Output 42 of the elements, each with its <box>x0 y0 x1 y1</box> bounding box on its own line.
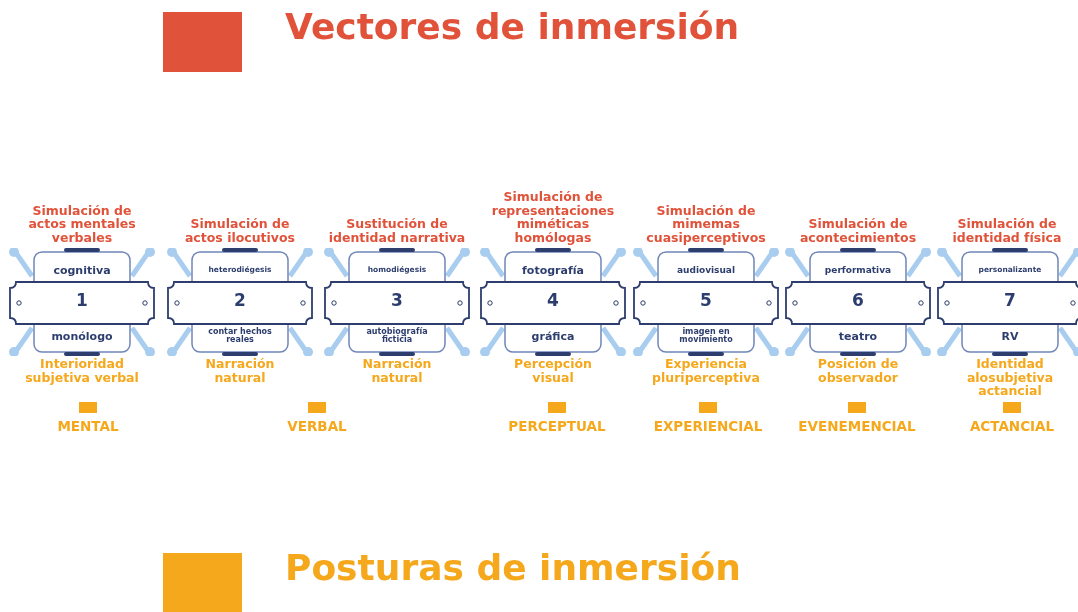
vector-heading: Simulación de mimemas cuasiperceptivos <box>645 203 767 244</box>
top-label: performativa <box>823 265 893 275</box>
step-number: 7 <box>1003 290 1017 310</box>
vector-description: Narración natural <box>204 357 276 384</box>
vector-description: Percepción visual <box>513 357 593 384</box>
vector-heading: Simulación de actos mentales verbales <box>27 203 137 244</box>
bottom-label: autobiografía ficticia <box>365 328 429 345</box>
bottom-label: RV <box>1000 330 1020 343</box>
step-number: 6 <box>851 290 865 310</box>
step-number: 1 <box>75 290 89 310</box>
bottom-label: monólogo <box>50 330 114 343</box>
category-label: VERBAL <box>287 418 347 434</box>
vector-heading: Simulación de actos ilocutivos <box>183 217 297 244</box>
vector-heading: Simulación de identidad física <box>951 217 1063 244</box>
step-number: 3 <box>390 290 404 310</box>
heading-square <box>163 553 242 612</box>
vector-description: Narración natural <box>361 357 433 384</box>
vector-description: Posición de observador <box>816 357 900 384</box>
category-label: EVENEMENCIAL <box>798 418 916 434</box>
step-number: 4 <box>546 290 560 310</box>
vector-heading: Simulación de representaciones miméticas homólogas <box>490 190 616 244</box>
step-number: 2 <box>233 290 247 310</box>
section-heading: Posturas de inmersión <box>285 547 741 588</box>
title: Vectores de inmersión <box>285 6 740 47</box>
bottom-label: contar hechos reales <box>207 328 273 345</box>
top-label: audiovisual <box>675 265 737 275</box>
bottom-label: imagen en movimiento <box>678 328 734 345</box>
bottom-label: gráfica <box>530 330 576 343</box>
vector-description: Experiencia pluriperceptiva <box>651 357 761 384</box>
vector-description: Identidad alosubjetiva actancial <box>965 357 1055 398</box>
vector-heading: Simulación de acontecimientos <box>798 217 918 244</box>
category-label: ACTANCIAL <box>969 418 1055 434</box>
vector-heading: Sustitución de identidad narrativa <box>328 217 466 244</box>
top-label: cognitiva <box>52 264 112 277</box>
category-label: PERCEPTUAL <box>508 418 606 434</box>
vector-description: Interioridad subjetiva verbal <box>24 357 140 384</box>
bottom-label: teatro <box>837 330 879 343</box>
heading-square <box>163 12 242 72</box>
category-label: MENTAL <box>57 418 119 434</box>
step-number: 5 <box>699 290 713 310</box>
category-label: EXPERIENCIAL <box>653 418 763 434</box>
top-label: fotografía <box>521 264 585 277</box>
